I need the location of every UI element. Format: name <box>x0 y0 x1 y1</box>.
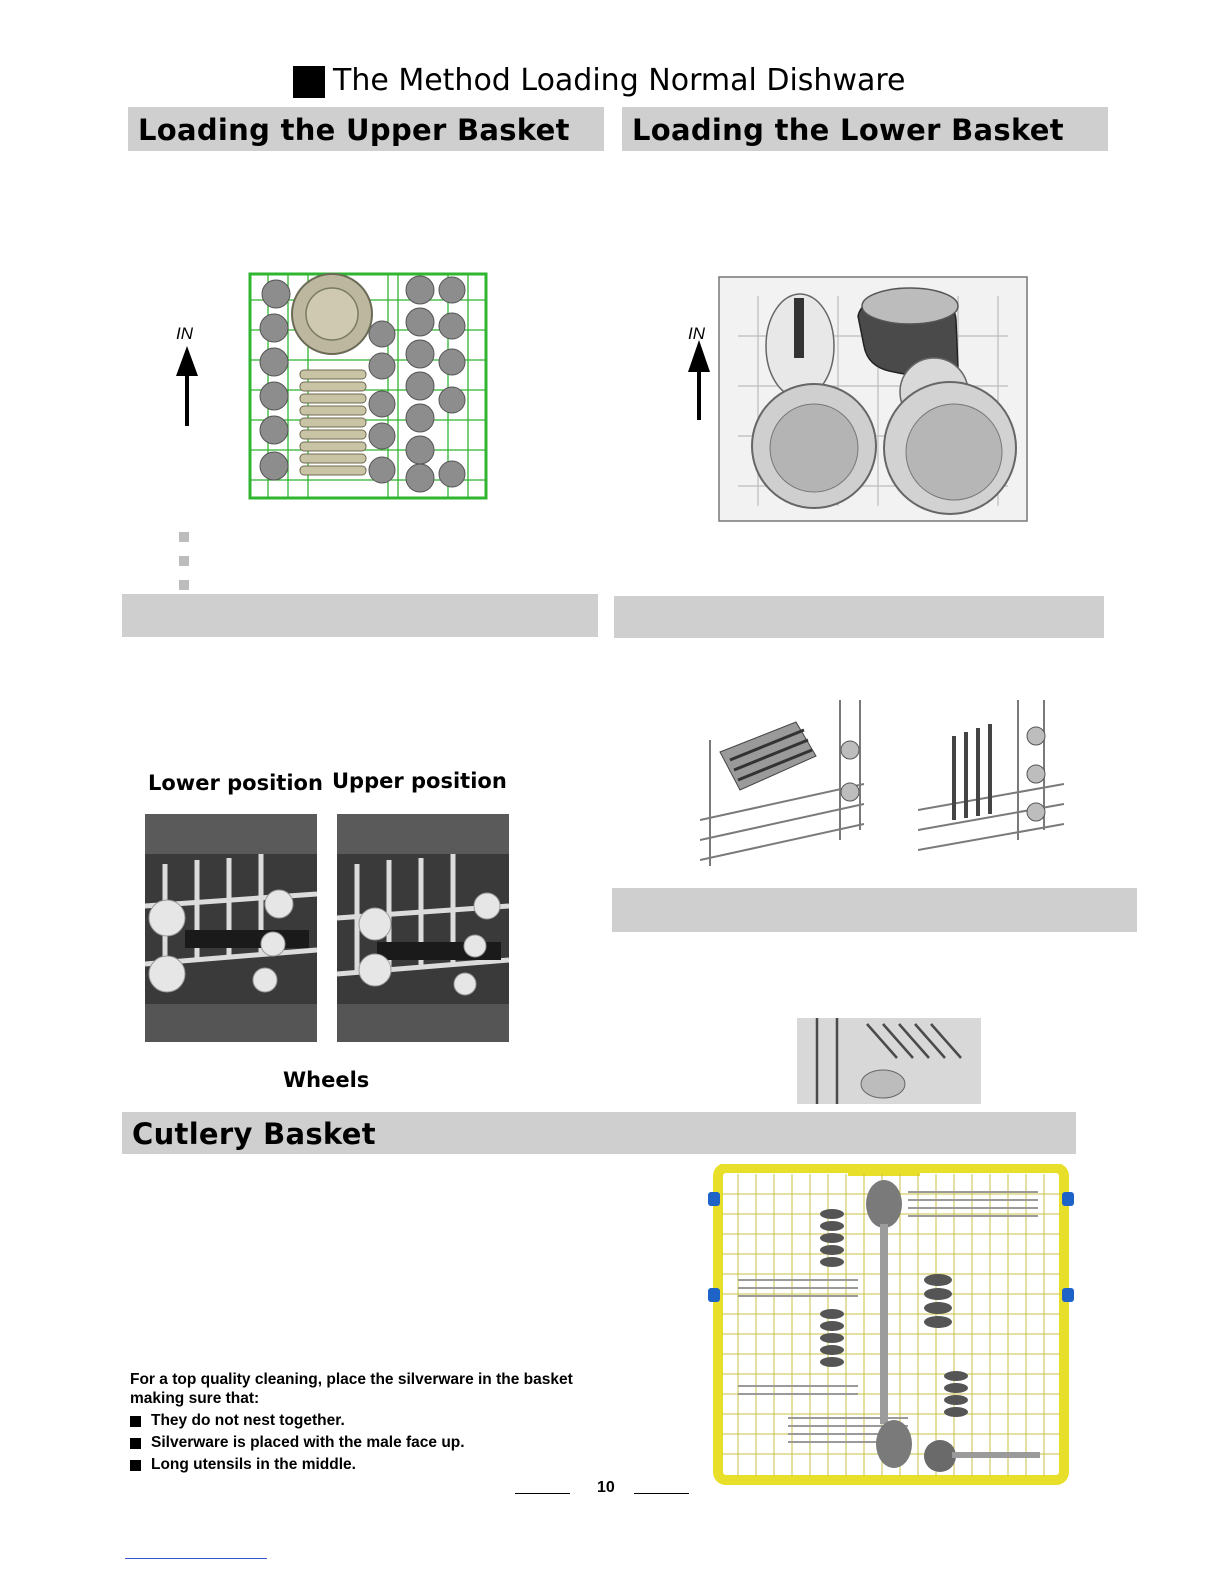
folding-shelves-header <box>614 596 1104 638</box>
folding-tines-photo <box>797 1018 981 1104</box>
bullet-marker <box>179 532 189 542</box>
foldable-rack-header <box>612 888 1137 932</box>
up-arrow-icon <box>174 346 200 426</box>
cutlery-intro: For a top quality cleaning, place the si… <box>130 1371 573 1407</box>
lower-basket-header <box>622 107 1108 151</box>
square-bullet-icon <box>130 1437 141 1449</box>
footer-rule-right <box>634 1493 689 1494</box>
up-arrow-icon <box>686 340 712 420</box>
page-number: 10 <box>597 1479 615 1496</box>
title-square <box>293 66 325 98</box>
upper-position-photo <box>337 814 509 1042</box>
bottom-link-underline <box>125 1558 267 1559</box>
upper-basket-header <box>128 107 604 151</box>
footer-rule-left <box>515 1493 570 1494</box>
upper-basket-illustration <box>248 270 488 502</box>
list-item: Long utensils in the middle. <box>130 1456 630 1474</box>
page-title: The Method Loading Normal Dishware <box>333 63 906 98</box>
cup-shelf-down-illustration <box>700 700 864 866</box>
bullet-marker <box>179 580 189 590</box>
bullet-marker <box>179 556 189 566</box>
square-bullet-icon <box>130 1415 141 1427</box>
lower-basket-illustration <box>718 276 1028 522</box>
lower-basket-title: Loading the Lower Basket <box>632 113 1064 147</box>
upper-basket-title: Loading the Upper Basket <box>138 113 570 147</box>
cutlery-instructions: For a top quality cleaning, place the si… <box>130 1370 630 1474</box>
rack-adjust-header <box>122 594 598 637</box>
cup-shelf-up-illustration <box>918 700 1064 856</box>
upper-position-label: Upper position <box>332 769 507 793</box>
list-item: Silverware is placed with the male face … <box>130 1434 630 1452</box>
in-label-lower: IN <box>688 324 705 343</box>
in-label-upper: IN <box>176 324 193 343</box>
cutlery-basket-illustration <box>708 1164 1074 1486</box>
cutlery-basket-header <box>122 1112 1076 1154</box>
square-bullet-icon <box>130 1459 141 1471</box>
lower-position-label: Lower position <box>148 771 323 795</box>
wheels-caption: Wheels <box>283 1068 370 1092</box>
cutlery-basket-title: Cutlery Basket <box>132 1117 376 1151</box>
list-item: They do not nest together. <box>130 1412 630 1430</box>
lower-position-photo <box>145 814 317 1042</box>
